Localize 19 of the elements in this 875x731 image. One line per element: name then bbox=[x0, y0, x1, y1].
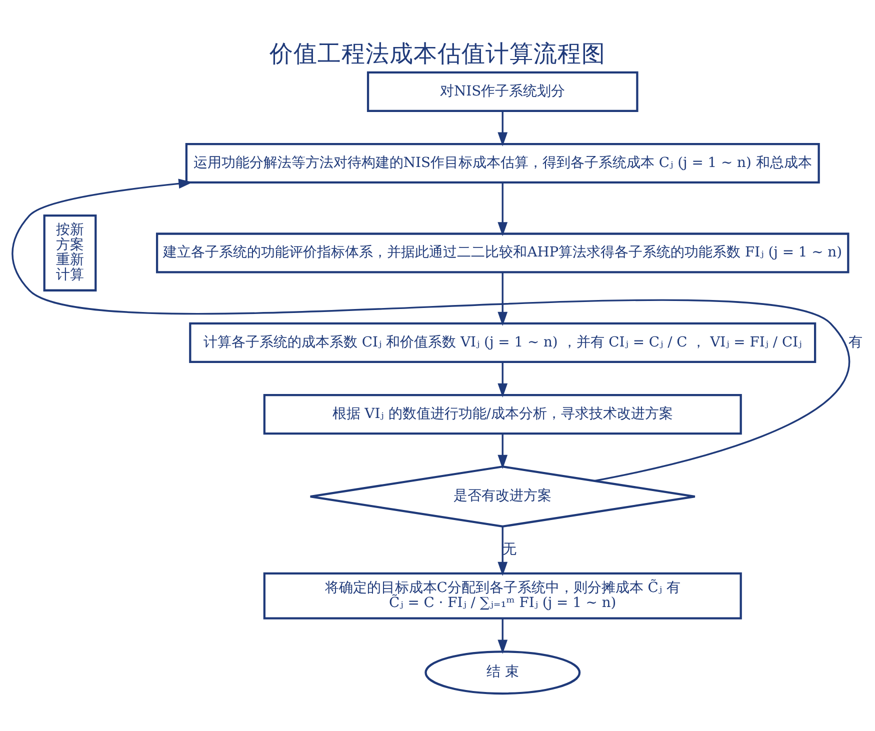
arrow bbox=[498, 433, 508, 468]
node-ellipse: 结 束 bbox=[424, 650, 581, 694]
node-box: 对NIS作子系统划分 bbox=[366, 70, 638, 112]
diagram-title: 价值工程法成本估值计算流程图 bbox=[270, 38, 606, 67]
edge-label: 有 bbox=[848, 334, 863, 350]
arrow bbox=[498, 272, 508, 326]
node-box: 运用功能分解法等方法对待构建的NIS作目标成本估算，得到各子系统成本 Cⱼ (j = 1 ~ n) 和总成本 bbox=[185, 142, 820, 184]
arrow bbox=[498, 182, 508, 236]
arrow bbox=[498, 110, 508, 146]
arrow bbox=[498, 526, 508, 576]
node-box: 建立各子系统的功能评价指标体系，并据此通过二二比较和AHP算法求得各子系统的功能系数 FIⱼ (j = 1 ~ n) bbox=[156, 232, 850, 273]
arrow bbox=[12, 178, 850, 482]
node-box: 按新方案重新计算 bbox=[43, 214, 97, 291]
node-diamond: 是否有改进方案 bbox=[309, 465, 696, 528]
node-box: 计算各子系统的成本系数 CIⱼ 和价值系数 VIⱼ (j = 1 ~ n) ，并有 CIⱼ = Cⱼ / C ， VIⱼ = FIⱼ / CIⱼ bbox=[189, 322, 816, 362]
node-box: 将确定的目标成本C分配到各子系统中，则分摊成本 C̃ⱼ 有 C̃ⱼ = C · FIⱼ / ∑ⱼ₌₁ᵐ FIⱼ (j = 1 ~ n) bbox=[263, 572, 742, 619]
node-box: 根据 VIⱼ 的数值进行功能/成本分析，寻求技术改进方案 bbox=[263, 393, 742, 434]
arrow bbox=[498, 362, 508, 397]
arrow bbox=[498, 618, 508, 654]
